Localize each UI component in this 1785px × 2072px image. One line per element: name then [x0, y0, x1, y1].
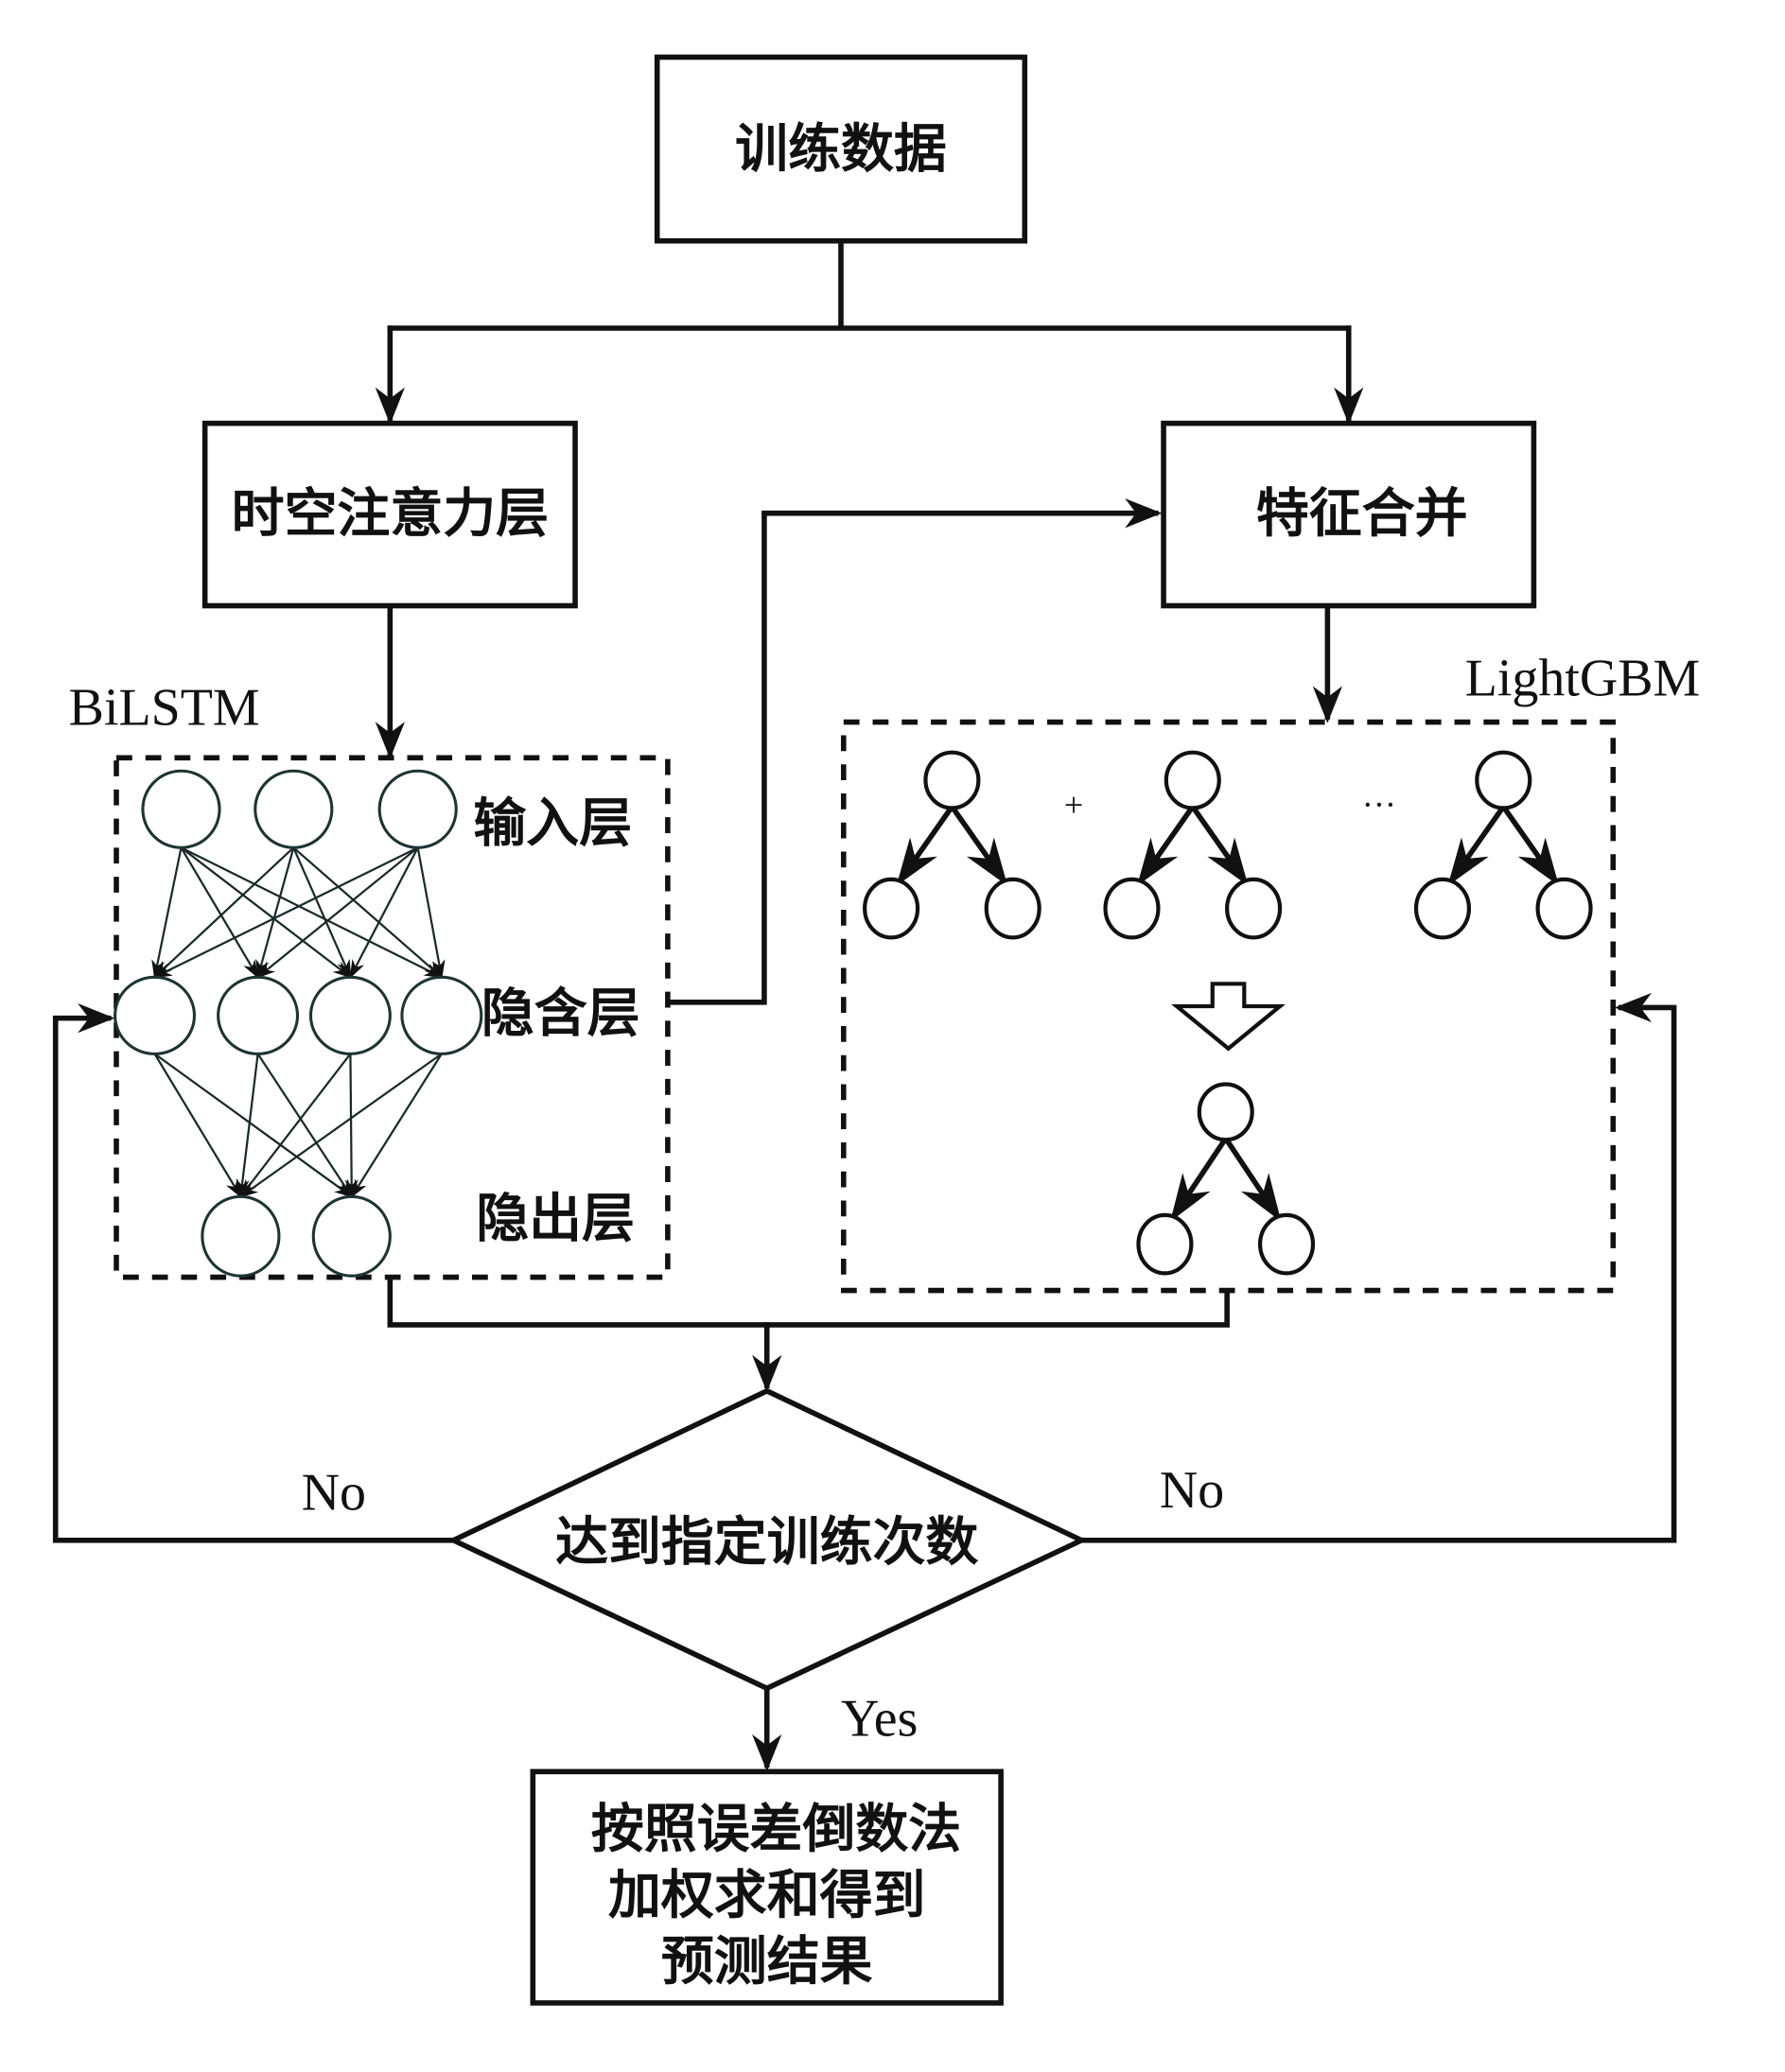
bilstm-block: BiLSTM 输入层 隐含层 隐出层 [69, 678, 671, 1280]
bilstm-connection-arrow [153, 1053, 242, 1199]
bilstm-connection-arrow [344, 1053, 359, 1199]
merge-connector [387, 1277, 1230, 1392]
ensemble-tree [1136, 1082, 1316, 1276]
bilstm-title: BiLSTM [69, 678, 260, 737]
hidden-to-feature-merge-arrow [667, 498, 1163, 1005]
tree-root-node [1475, 750, 1532, 810]
bilstm-connection-arrow [350, 1053, 443, 1199]
bilstm-connection-arrow [180, 846, 353, 979]
result-line-2: 加权求和得到 [608, 1865, 925, 1926]
ellipsis: ··· [1362, 786, 1396, 824]
decision-tree-2 [1103, 750, 1283, 940]
bilstm-connection-arrow [236, 1053, 259, 1199]
tree-branch-arrow [1447, 805, 1506, 886]
input-layer-label: 输入层 [473, 792, 632, 854]
input-neuron [254, 769, 334, 849]
tree-branch-arrow [896, 805, 954, 886]
bilstm-edges [151, 846, 446, 1199]
hidden-neuron [308, 975, 392, 1055]
bilstm-connection-arrow [153, 1053, 354, 1198]
tree-leaf-node [1225, 877, 1283, 940]
no-right-label: No [1160, 1461, 1224, 1520]
bilstm-connection-arrow [416, 847, 446, 980]
tree-leaf-node [1136, 1212, 1194, 1276]
bilstm-connection-arrow [292, 846, 444, 979]
no-loop-right [1081, 992, 1677, 1543]
tree-branch-arrow [1190, 805, 1249, 886]
bilstm-connection-arrow [151, 847, 183, 980]
tree-root-node [923, 750, 981, 810]
result-line-1: 按照误差倒数法 [591, 1799, 961, 1860]
training-data-label: 训练数据 [735, 118, 947, 180]
bilstm-connection-arrow [292, 846, 352, 980]
decision-node: 达到指定训练次数 [446, 1387, 1088, 1692]
training-data-node: 训练数据 [654, 54, 1028, 244]
feature-merge-label: 特征合并 [1256, 483, 1468, 545]
bilstm-connection-arrow [238, 1053, 443, 1198]
no-loop-left [52, 1002, 454, 1543]
tree-branch-arrow [950, 805, 1008, 886]
tree-leaf-node [1257, 1212, 1316, 1276]
tree-leaf-node [1103, 877, 1161, 940]
result-node: 按照误差倒数法 加权求和得到 预测结果 [530, 1768, 1004, 2006]
lightgbm-trees [863, 750, 1593, 1276]
tree-leaf-node [984, 877, 1041, 940]
tree-leaf-node [1413, 877, 1472, 940]
output-layer-label: 隐出层 [476, 1188, 635, 1249]
no-left-label: No [302, 1464, 366, 1523]
input-neuron [377, 769, 458, 849]
bilstm-nodes [114, 769, 483, 1278]
tree-branch-arrow [1136, 805, 1196, 886]
bilstm-connection-arrow [180, 846, 444, 979]
bilstm-connection-arrow [152, 846, 419, 979]
spatiotemporal-attention-node: 时空注意力层 [201, 420, 578, 609]
lightgbm-title: LightGBM [1465, 650, 1701, 708]
decision-tree-1 [863, 750, 1041, 940]
hidden-neuron [400, 975, 483, 1055]
plus-sign: + [1064, 786, 1084, 824]
bilstm-connection-arrow [349, 846, 419, 980]
yes-label: Yes [841, 1690, 918, 1749]
lightgbm-block: LightGBM + ··· [840, 650, 1701, 1294]
tree-branch-arrow [1170, 1137, 1229, 1222]
output-neuron [201, 1194, 281, 1278]
tree-leaf-node [863, 877, 920, 940]
result-line-3: 预测结果 [661, 1931, 873, 1993]
spatiotemporal-attention-label: 时空注意力层 [232, 483, 549, 545]
feature-merge-node: 特征合并 [1161, 420, 1537, 609]
bilstm-connection-arrow [255, 847, 295, 980]
decision-label: 达到指定训练次数 [555, 1512, 978, 1574]
hidden-layer-label: 隐含层 [481, 984, 640, 1045]
branch-connector [375, 240, 1364, 425]
tree-branch-arrow [1500, 805, 1560, 886]
tree-branch-arrow [1223, 1137, 1282, 1222]
bilstm-connection-arrow [256, 846, 419, 979]
tree-leaf-node [1535, 877, 1593, 940]
bilstm-connection-arrow [239, 1053, 352, 1198]
tree-root-node [1164, 750, 1221, 810]
tree-root-node [1197, 1082, 1254, 1142]
input-neuron [141, 769, 221, 849]
bilstm-connection-arrow [180, 846, 259, 980]
bilstm-connection-arrow [153, 846, 295, 979]
output-neuron [311, 1194, 392, 1278]
bilstm-connection-arrow [256, 1053, 353, 1199]
hidden-neuron [114, 975, 197, 1055]
decision-tree-n [1413, 750, 1593, 940]
hollow-down-arrow-icon [1171, 982, 1286, 1052]
hidden-neuron [217, 975, 300, 1055]
